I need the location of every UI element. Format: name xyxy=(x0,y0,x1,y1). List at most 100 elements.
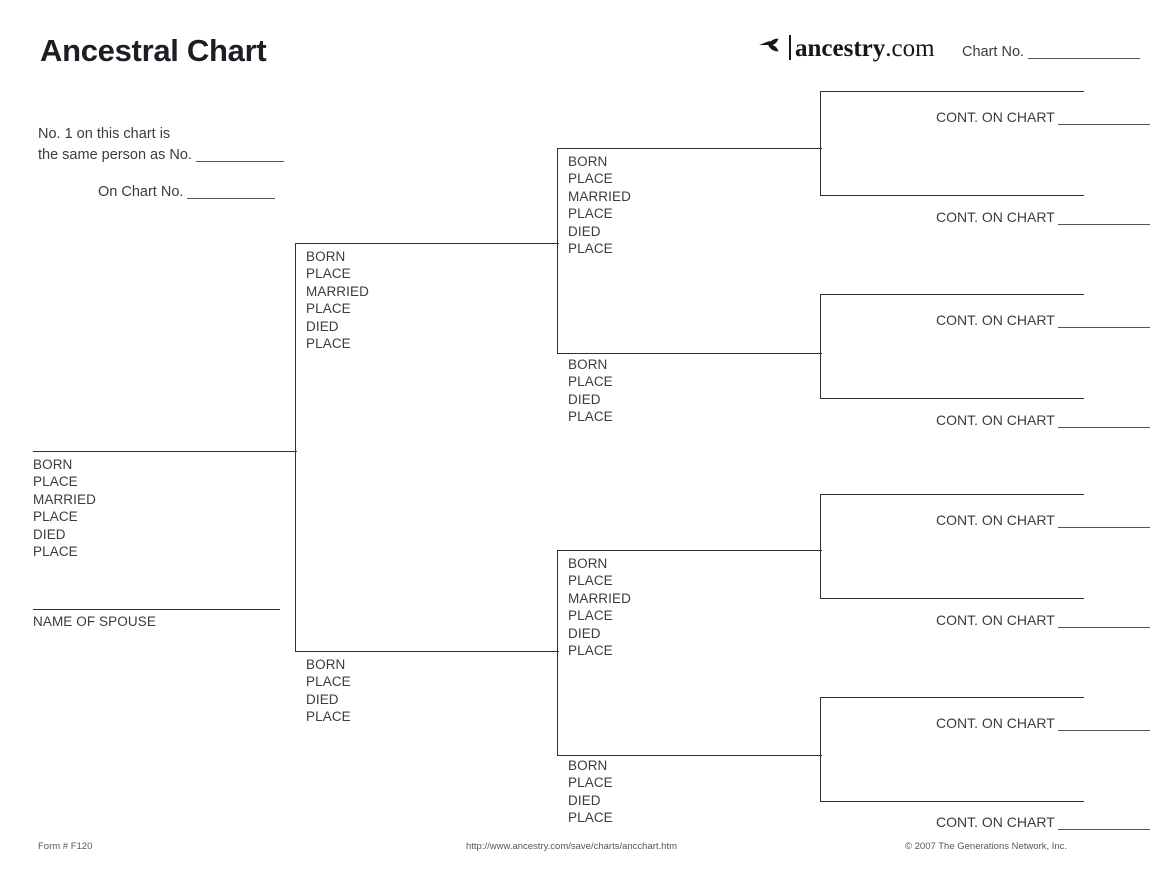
field-born: BORN xyxy=(568,758,608,773)
field-died: DIED xyxy=(568,625,601,641)
gen3-block2-name-line xyxy=(557,353,820,355)
cont-on-chart-3[interactable]: CONT. ON CHART xyxy=(936,312,1151,328)
field-place: PLACE xyxy=(306,336,351,352)
field-born: BORN xyxy=(33,457,73,472)
chart-number-field[interactable]: Chart No. xyxy=(962,44,1141,60)
gen4-line-5 xyxy=(820,494,1084,496)
cont-on-chart-label: CONT. ON CHART xyxy=(936,512,1055,528)
gen4-line-4 xyxy=(820,398,1084,400)
field-born: BORN xyxy=(568,556,608,571)
field-place: PLACE xyxy=(568,608,613,624)
field-place: PLACE xyxy=(306,674,351,690)
ancestry-logo: ancestry.com xyxy=(758,31,935,63)
cont-on-chart-label: CONT. ON CHART xyxy=(936,814,1055,830)
note-line-2: the same person as No. xyxy=(38,145,284,166)
field-place: PLACE xyxy=(568,775,613,791)
cont-on-chart-6[interactable]: CONT. ON CHART xyxy=(936,612,1151,628)
gen3-block1-fields: BORN PLACE MARRIED PLACE DIED PLACE xyxy=(568,153,631,257)
field-place: PLACE xyxy=(306,301,351,317)
connector-gen3-3-stub xyxy=(805,550,822,552)
cont-on-chart-label: CONT. ON CHART xyxy=(936,209,1055,225)
cont-on-chart-7[interactable]: CONT. ON CHART xyxy=(936,715,1151,731)
gen3-block4-fields: BORN PLACE DIED PLACE xyxy=(568,757,613,827)
field-place: PLACE xyxy=(306,266,351,282)
same-person-blank[interactable] xyxy=(195,161,284,162)
ancestry-leaf-icon xyxy=(758,32,788,63)
connector-gen3-1-stub xyxy=(805,148,822,150)
field-died: DIED xyxy=(568,792,601,808)
field-died: DIED xyxy=(33,526,66,542)
note-line-3-text: On Chart No. xyxy=(98,184,184,200)
spouse-label: NAME OF SPOUSE xyxy=(33,614,156,629)
connector-gen3-4-stub xyxy=(805,755,822,757)
cont-on-chart-5[interactable]: CONT. ON CHART xyxy=(936,512,1151,528)
field-born: BORN xyxy=(306,657,346,672)
cont-on-chart-1[interactable]: CONT. ON CHART xyxy=(936,109,1151,125)
spouse-name-line xyxy=(33,609,280,611)
cont-on-chart-2[interactable]: CONT. ON CHART xyxy=(936,209,1151,225)
chart-number-blank[interactable] xyxy=(1028,58,1141,59)
cont-on-chart-blank[interactable] xyxy=(1058,124,1151,125)
gen4-bracket-3 xyxy=(820,494,822,599)
field-place: PLACE xyxy=(33,474,78,490)
gen4-bracket-2 xyxy=(820,294,822,399)
connector-gen3-bracket-lower xyxy=(557,550,559,756)
field-married: MARRIED xyxy=(568,590,631,606)
cont-on-chart-blank[interactable] xyxy=(1058,527,1151,528)
field-born: BORN xyxy=(568,154,608,169)
wordmark-light: .com xyxy=(885,34,935,62)
field-place: PLACE xyxy=(306,709,351,725)
gen4-line-2 xyxy=(820,195,1084,197)
note-line-1: No. 1 on this chart is xyxy=(38,126,171,142)
footer-copyright: © 2007 The Generations Network, Inc. xyxy=(905,841,1068,852)
cont-on-chart-blank[interactable] xyxy=(1058,327,1151,328)
connector-gen3-2-stub xyxy=(805,353,822,355)
footer-url[interactable]: http://www.ancestry.com/save/charts/ancc… xyxy=(466,841,678,852)
field-place: PLACE xyxy=(568,810,613,826)
note-line-3: On Chart No. xyxy=(38,182,284,203)
cont-on-chart-label: CONT. ON CHART xyxy=(936,612,1055,628)
gen4-line-6 xyxy=(820,598,1084,600)
gen3-block3-name-line xyxy=(557,550,820,552)
field-place: PLACE xyxy=(568,643,613,659)
field-place: PLACE xyxy=(568,409,613,425)
field-place: PLACE xyxy=(568,206,613,222)
on-chart-blank[interactable] xyxy=(187,198,276,199)
connector-gen2-father-stub xyxy=(542,243,559,245)
field-place: PLACE xyxy=(568,374,613,390)
gen3-block3-fields: BORN PLACE MARRIED PLACE DIED PLACE xyxy=(568,555,631,659)
connector-gen1-stub xyxy=(280,451,297,453)
gen4-line-1 xyxy=(820,91,1084,93)
gen2-mother-name-line xyxy=(295,651,558,653)
field-place: PLACE xyxy=(33,544,78,560)
connector-gen2-mother-stub xyxy=(542,651,559,653)
cont-on-chart-label: CONT. ON CHART xyxy=(936,715,1055,731)
cont-on-chart-4[interactable]: CONT. ON CHART xyxy=(936,412,1151,428)
gen3-block4-name-line xyxy=(557,755,820,757)
gen4-line-7 xyxy=(820,697,1084,699)
cont-on-chart-blank[interactable] xyxy=(1058,730,1151,731)
cont-on-chart-blank[interactable] xyxy=(1058,224,1151,225)
cont-on-chart-8[interactable]: CONT. ON CHART xyxy=(936,814,1151,830)
cont-on-chart-blank[interactable] xyxy=(1058,829,1151,830)
wordmark-bold: ancestry xyxy=(795,34,886,62)
field-place: PLACE xyxy=(568,241,613,257)
cont-on-chart-blank[interactable] xyxy=(1058,427,1151,428)
gen2-father-fields: BORN PLACE MARRIED PLACE DIED PLACE xyxy=(306,248,369,352)
gen4-bracket-4 xyxy=(820,697,822,802)
field-died: DIED xyxy=(306,691,339,707)
connector-gen2-bracket xyxy=(295,243,297,652)
chart-number-label: Chart No. xyxy=(962,44,1025,60)
same-person-note: No. 1 on this chart is the same person a… xyxy=(38,124,284,203)
field-place: PLACE xyxy=(568,573,613,589)
cont-on-chart-label: CONT. ON CHART xyxy=(936,109,1055,125)
gen2-father-name-line xyxy=(295,243,558,245)
field-born: BORN xyxy=(568,357,608,372)
field-place: PLACE xyxy=(568,171,613,187)
note-line-2-text: the same person as No. xyxy=(38,147,192,163)
field-died: DIED xyxy=(568,391,601,407)
gen3-block1-name-line xyxy=(557,148,820,150)
cont-on-chart-label: CONT. ON CHART xyxy=(936,412,1055,428)
cont-on-chart-blank[interactable] xyxy=(1058,627,1151,628)
